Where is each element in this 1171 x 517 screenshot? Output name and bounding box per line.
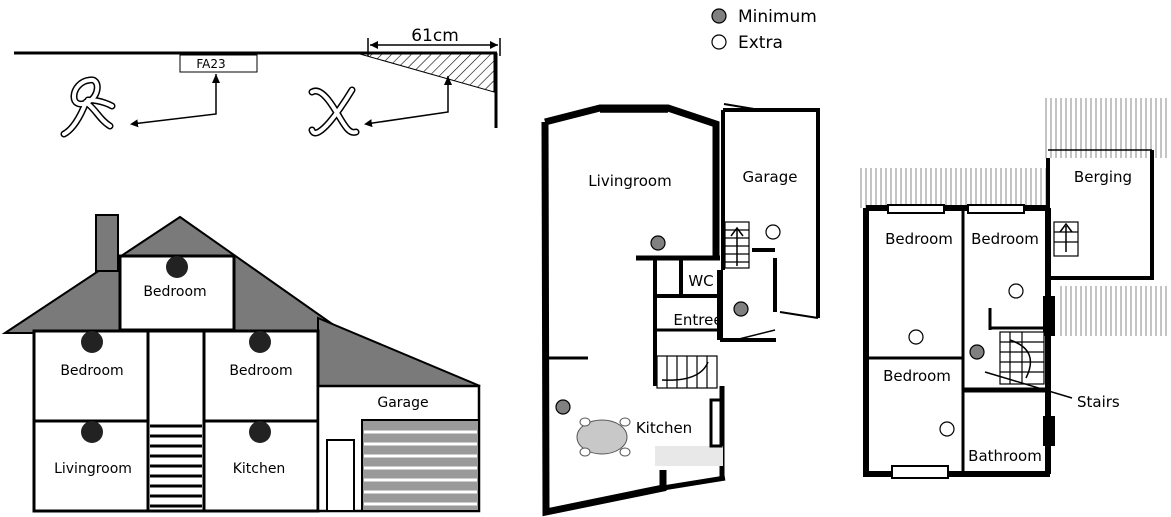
detector-kitchen [249,421,271,443]
extra-marker-bedroom-2 [1008,283,1024,299]
minimum-marker-kitchen [555,399,571,415]
detector-fixture [179,54,258,73]
ground-floor-plan: Livingroom Garage WC Entree Kitchen [541,103,820,517]
minimum-marker-icon [711,8,727,24]
ff-label-bedroom-1: Bedroom [885,230,953,248]
extra-marker-bedroom-3 [939,421,955,437]
minimum-marker-livingroom [650,235,666,251]
first-floor-plan: Bedroom Bedroom Bedroom Berging Bathroom… [860,98,1170,479]
legend: Minimum Extra [711,7,817,53]
dining-table [576,417,631,457]
garage-roof-slope [317,316,481,387]
cross-mark-icon [308,86,360,137]
garage-door [361,419,480,512]
gf-label-livingroom: Livingroom [588,172,671,190]
label-kitchen: Kitchen [233,461,286,477]
ff-label-bedroom-2: Bedroom [971,230,1039,248]
detector-attic [166,256,188,278]
ff-label-bedroom-3: Bedroom [883,367,951,385]
gf-label-entree: Entree [673,311,722,329]
label-bedroom-left: Bedroom [60,363,123,379]
legend-minimum-label: Minimum [738,7,817,27]
gf-label-kitchen: Kitchen [636,419,692,437]
label-attic-bedroom: Bedroom [143,284,206,300]
garage-side-door [326,439,355,512]
fixture-code: FA23 [196,57,225,71]
ff-label-bathroom: Bathroom [968,447,1042,465]
ceiling-detail: 61cm FA23 [14,26,501,138]
label-bedroom-right: Bedroom [229,363,292,379]
livingroom-walls [541,104,720,517]
minimum-marker-entree [733,301,749,317]
stairs [150,424,202,508]
chimney [95,214,119,272]
detector-bedroom-right [249,331,271,353]
label-livingroom: Livingroom [54,461,132,477]
garage-walls [721,108,820,318]
gf-label-wc: WC [688,272,713,290]
legend-extra-label: Extra [738,33,783,53]
dead-air-zone [359,53,495,93]
ff-label-stairs: Stairs [1077,393,1120,411]
minimum-marker-landing [969,344,985,360]
distance-label: 61cm [411,26,459,46]
extra-marker-icon [711,34,727,50]
gf-label-garage: Garage [743,168,798,186]
label-garage: Garage [377,395,428,411]
detector-bedroom-left [81,331,103,353]
extra-marker-garage [765,224,781,240]
check-mark-icon [60,76,116,138]
ff-label-berging: Berging [1074,168,1132,186]
house-section: Bedroom Bedroom Bedroom Livingroom Kitch… [1,214,481,513]
detector-livingroom [81,421,103,443]
extra-marker-bedroom-1 [908,329,924,345]
berging-walls [1046,150,1154,280]
